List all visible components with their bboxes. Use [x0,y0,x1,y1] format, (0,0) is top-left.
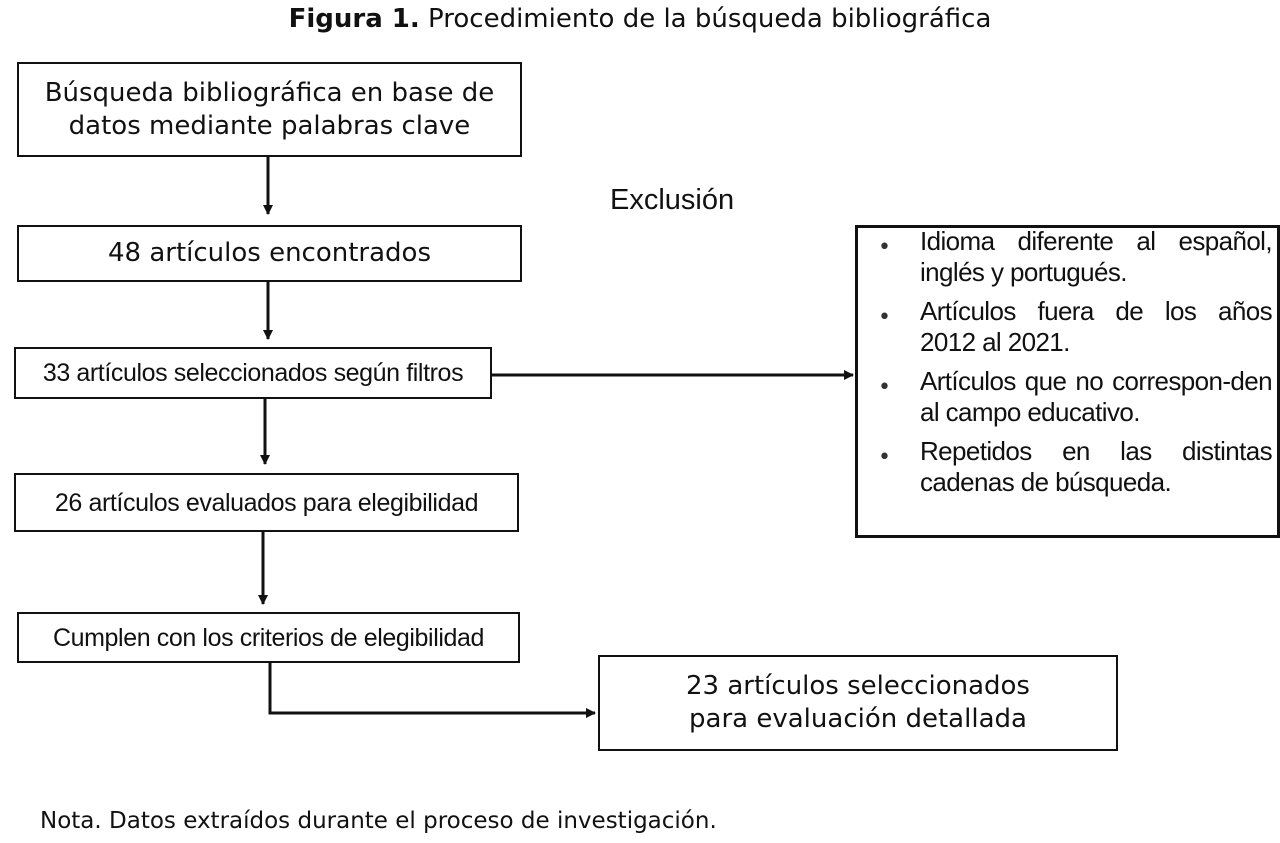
step-filtered-box: 33 artículos seleccionados según filtros [14,347,492,399]
exclusion-item-text: Idioma diferente al español, inglés y po… [920,226,1273,287]
exclusion-item-text: Artículos fuera de los años 2012 al 2021… [920,296,1273,357]
exclusion-criteria-box: • Idioma diferente al español, inglés y … [855,225,1280,538]
exclusion-item-text: Repetidos en las distintas cadenas de bú… [920,436,1273,497]
exclusion-item-text: Artículos que no correspon-den al campo … [920,366,1273,427]
step-evaluated-box: 26 artículos evaluados para elegibilidad [14,473,519,532]
figure-caption-label: Figura 1. [288,4,420,34]
figure-caption: Figura 1. Procedimiento de la búsqueda b… [0,2,1280,36]
step-found-box: 48 artículos encontrados [17,225,522,282]
exclusion-label: Exclusión [610,184,735,216]
figure-note: Nota. Datos extraídos durante el proceso… [40,808,717,834]
step-filtered-text: 33 artículos seleccionados según filtros [42,359,464,387]
bullet-icon: • [878,375,891,400]
step-search-box: Búsqueda bibliográfica en base de datos … [17,62,522,157]
step-found-text: 48 artículos encontrados [107,238,432,268]
bullet-icon: • [878,445,891,470]
step-criteria-box: Cumplen con los criterios de elegibilida… [17,612,520,663]
step-evaluated-text: 26 artículos evaluados para elegibilidad [54,488,479,517]
step-search-text: Búsqueda bibliográfica en base de datos … [44,77,495,141]
figure-caption-text: Procedimiento de la búsqueda bibliográfi… [419,4,992,34]
arrow-criteria-to-selected [268,663,596,718]
bullet-icon: • [878,235,891,260]
step-selected-box: 23 artículos seleccionados para evaluaci… [598,655,1118,751]
step-criteria-text: Cumplen con los criterios de elegibilida… [52,623,485,652]
bullet-icon: • [878,305,891,330]
step-selected-text: 23 artículos seleccionados para evaluaci… [686,671,1030,734]
